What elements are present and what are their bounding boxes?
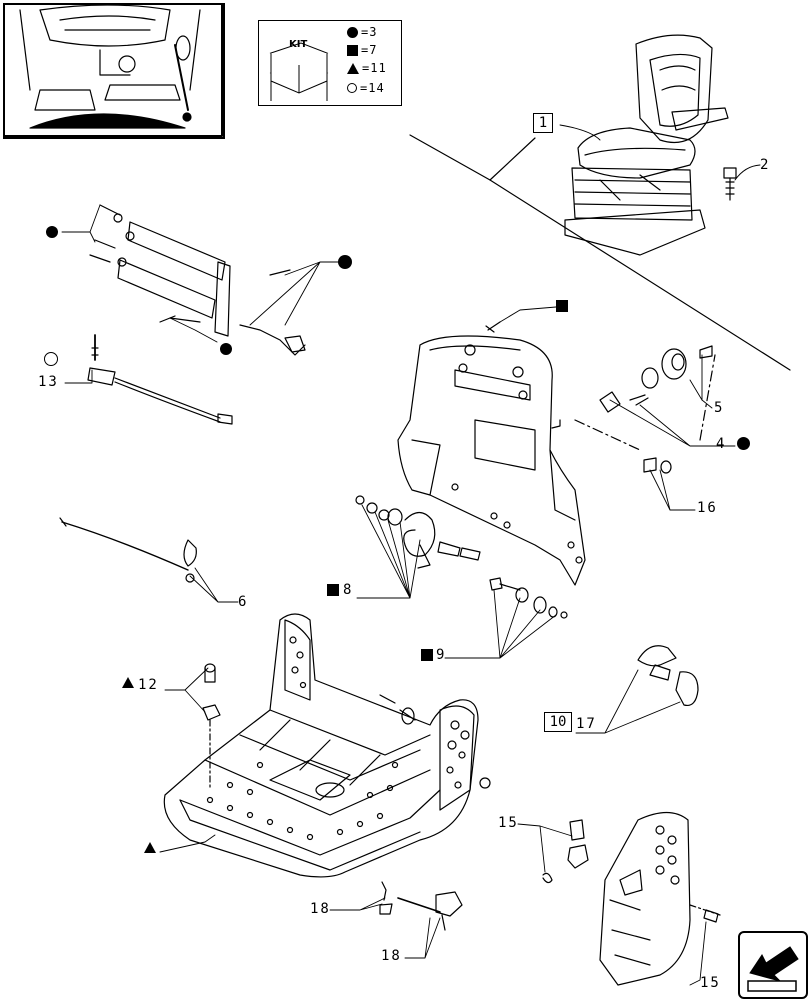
pin-clip bbox=[202, 663, 221, 791]
circle-marker-icon bbox=[46, 226, 58, 238]
kit-count: =11 bbox=[362, 61, 387, 75]
callout-2: 2 bbox=[760, 157, 771, 173]
thumbnail-cab-view bbox=[3, 3, 223, 137]
bolt-group bbox=[489, 577, 568, 619]
callout-9: 9 bbox=[436, 647, 447, 663]
spring-assembly bbox=[355, 495, 481, 569]
lever-covers bbox=[637, 645, 699, 707]
reference-lines bbox=[409, 134, 791, 451]
callout-1: 1 bbox=[533, 113, 553, 133]
square-marker-icon bbox=[327, 584, 339, 596]
side-panel bbox=[542, 811, 721, 986]
open-circle-marker-icon bbox=[44, 352, 58, 366]
seat-base-frame bbox=[163, 613, 491, 878]
kit-row-triangle: =11 bbox=[347, 61, 387, 75]
callout-8: 8 bbox=[343, 582, 354, 598]
callout-16: 16 bbox=[697, 500, 718, 516]
leader-lines bbox=[61, 124, 761, 986]
filled-circle-icon bbox=[347, 26, 358, 38]
bowden-cable bbox=[59, 517, 197, 583]
kit-count: =3 bbox=[361, 25, 378, 39]
callout-17: 17 bbox=[576, 716, 597, 732]
callout-18-bottom: 18 bbox=[381, 948, 402, 964]
square-marker-icon bbox=[421, 649, 433, 661]
kit-title: KIT bbox=[289, 39, 308, 50]
kit-count: =7 bbox=[361, 43, 378, 57]
filled-square-icon bbox=[347, 44, 358, 56]
kit-count: =14 bbox=[360, 81, 385, 95]
triangle-marker-icon bbox=[122, 677, 134, 688]
kit-row-square: =7 bbox=[347, 43, 377, 57]
seat-back-frame bbox=[397, 321, 586, 586]
latch-parts bbox=[379, 881, 463, 931]
page-exit-button[interactable] bbox=[738, 931, 808, 999]
page-exit-arrow-icon bbox=[747, 946, 799, 992]
callout-13: 13 bbox=[38, 374, 59, 390]
callout-6: 6 bbox=[238, 594, 249, 610]
callout-15-top: 15 bbox=[498, 815, 519, 831]
callout-5: 5 bbox=[714, 400, 725, 416]
callout-18-top: 18 bbox=[310, 901, 331, 917]
strap-bracket bbox=[89, 204, 306, 356]
circle-marker-icon bbox=[338, 255, 352, 269]
triangle-marker-icon bbox=[144, 842, 156, 853]
bushing-parts bbox=[599, 345, 713, 474]
circle-marker-icon bbox=[220, 343, 232, 355]
cable-harness bbox=[87, 334, 233, 425]
kit-row-circle: =3 bbox=[347, 25, 377, 39]
circle-marker-icon bbox=[737, 437, 750, 450]
filled-triangle-icon bbox=[347, 62, 359, 74]
callout-12: 12 bbox=[138, 677, 159, 693]
callout-4: 4 bbox=[716, 436, 727, 452]
open-circle-icon bbox=[347, 83, 357, 93]
callout-10: 10 bbox=[544, 712, 572, 732]
kit-row-open-circle: =14 bbox=[347, 81, 385, 95]
seat-assembly bbox=[564, 34, 737, 256]
kit-legend: KIT =3 =7 =11 =14 bbox=[258, 20, 402, 106]
thumbnail-frame bbox=[3, 3, 225, 139]
square-marker-icon bbox=[556, 300, 568, 312]
callout-15-bottom: 15 bbox=[700, 975, 721, 991]
kit-box-icon bbox=[269, 42, 329, 101]
